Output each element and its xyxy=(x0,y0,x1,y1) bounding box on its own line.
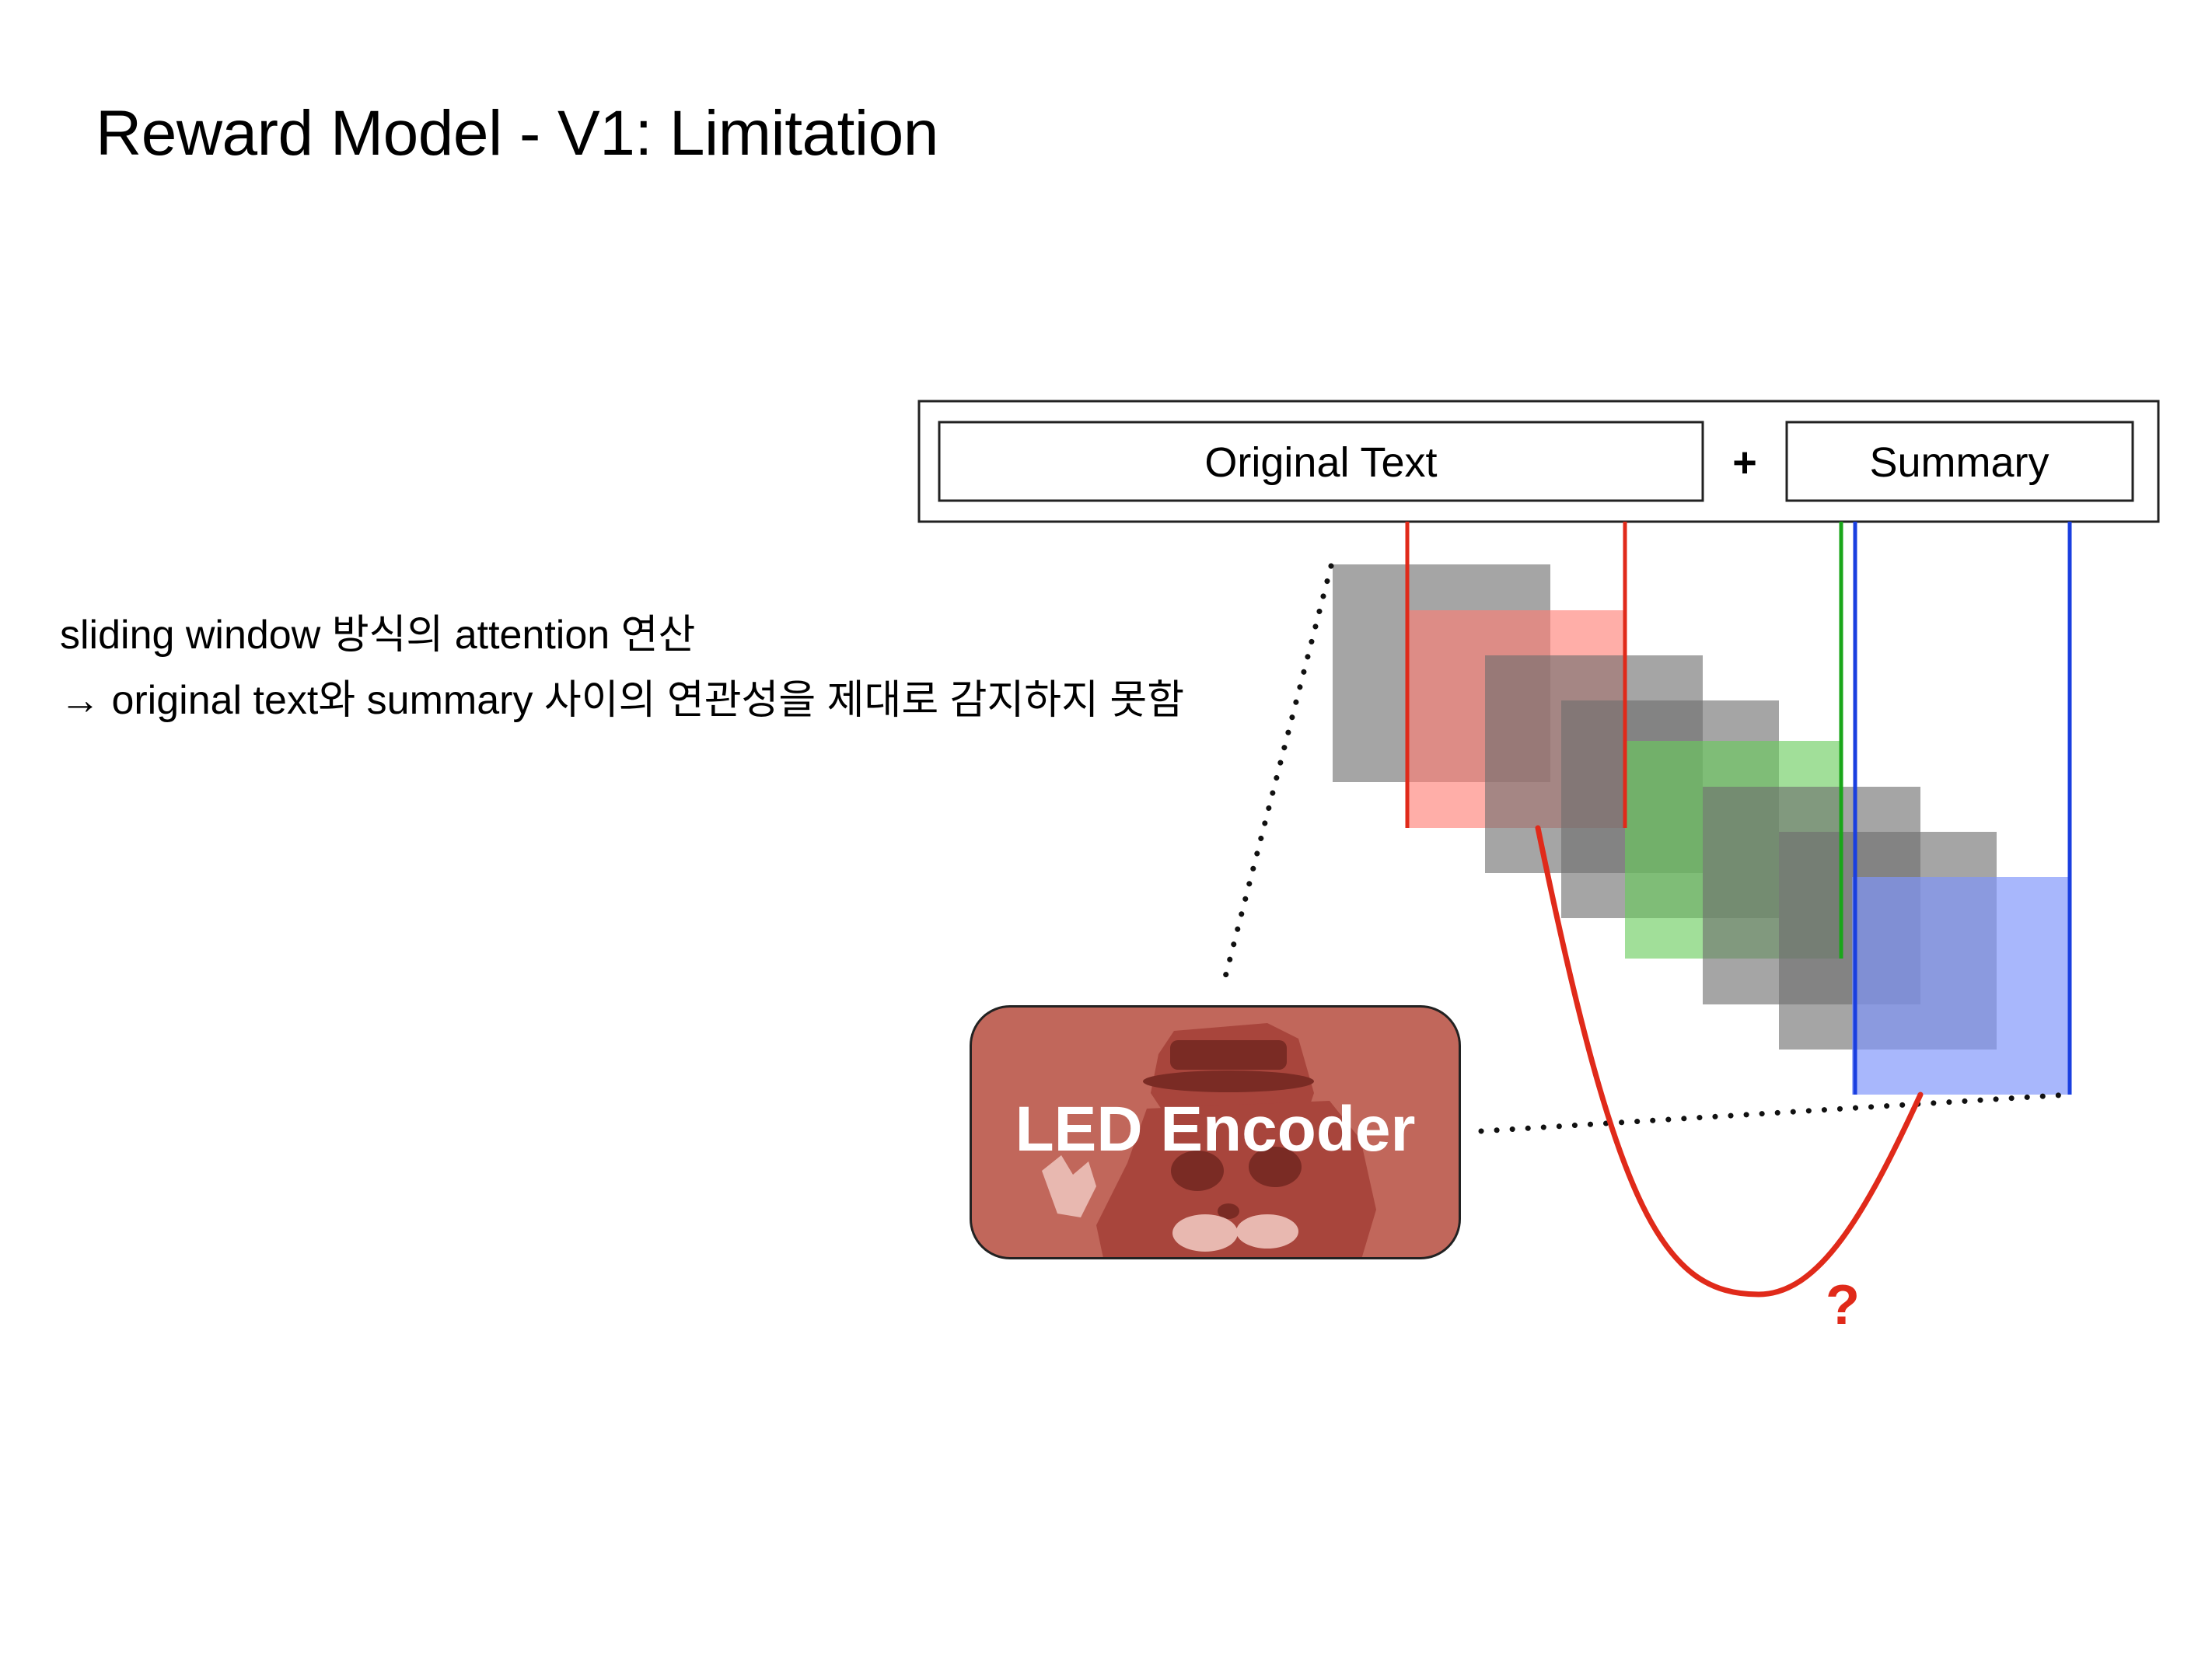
raccoon-highlights xyxy=(1042,1155,1298,1252)
original-text-label: Original Text xyxy=(1204,439,1437,486)
description-line-1: sliding window 방식의 attention 연산 xyxy=(60,613,696,658)
led-encoder-label: LED Encoder xyxy=(1015,1094,1416,1165)
summary-box xyxy=(1785,421,2134,502)
original-text-box xyxy=(938,421,1704,502)
description-line-2: → original text와 summary 사이의 연관성을 제대로 감지… xyxy=(60,678,1185,723)
attention-window-blue xyxy=(1852,877,2070,1095)
slide-title: Reward Model - V1: Limitation xyxy=(96,98,938,169)
question-mark: ? xyxy=(1826,1274,1860,1336)
input-sequence-frame xyxy=(917,400,2160,523)
plus-label: + xyxy=(1732,439,1757,486)
missing-connection-curve xyxy=(1535,825,1924,1298)
dotted-connector-top xyxy=(1219,563,1334,992)
summary-label: Summary xyxy=(1869,439,2049,486)
raccoon-image xyxy=(1042,1023,1376,1257)
sliding-window-band xyxy=(1333,564,2070,1095)
dotted-connector-bottom xyxy=(1478,1091,2073,1134)
raccoon-features xyxy=(1143,1040,1314,1219)
led-encoder-box: LED Encoder xyxy=(970,1005,1461,1259)
description: sliding window 방식의 attention 연산 → origin… xyxy=(60,602,1184,733)
